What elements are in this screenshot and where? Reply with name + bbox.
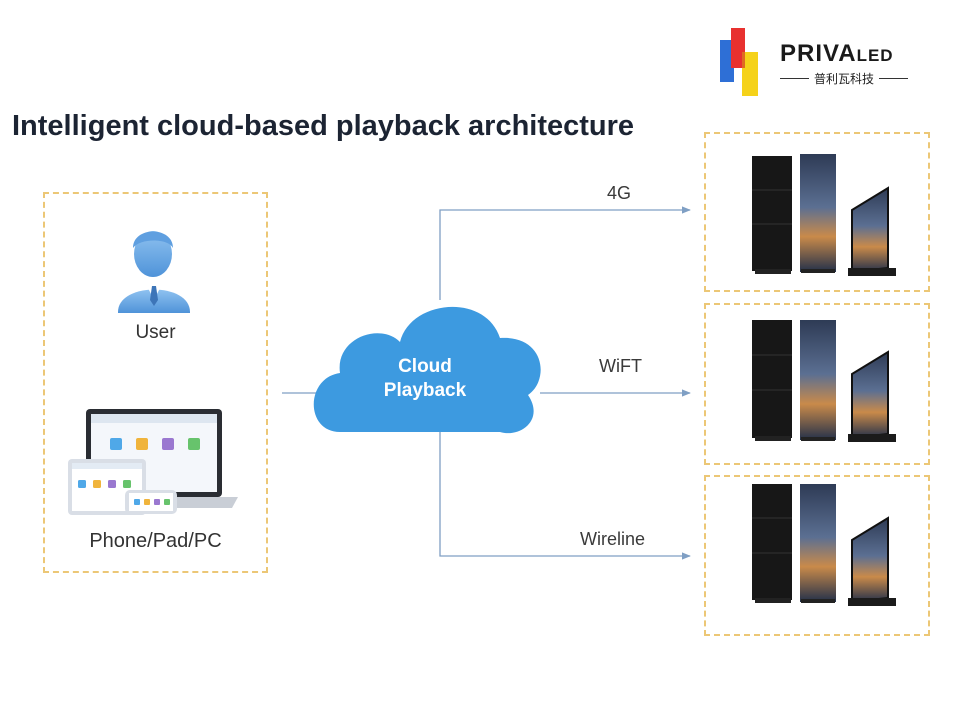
led-poster-group-4g [752, 154, 896, 276]
connection-label-wireline: Wireline [580, 529, 646, 549]
display-box-wireline [704, 475, 930, 636]
page-title: Intelligent cloud-based playback archite… [12, 110, 635, 142]
brand-logo: PRIVALED 普利瓦科技 [716, 26, 916, 98]
user-label: User [135, 322, 176, 343]
connection-label-wifi: WiFT [599, 356, 642, 376]
connection-label-4g: 4G [607, 183, 632, 203]
logo-blocks-icon [720, 28, 758, 96]
connector-wireline [439, 430, 691, 560]
logo-wordmark: PRIVALED [780, 40, 894, 67]
led-poster-group-wifi [752, 320, 896, 442]
client-devices-box [43, 192, 268, 573]
led-poster-group-wireline [752, 484, 896, 606]
cloud-icon [313, 306, 541, 434]
display-box-wifi [704, 303, 930, 465]
user-avatar-icon [118, 231, 190, 313]
logo-chinese: 普利瓦科技 [780, 70, 909, 87]
connector-4g [439, 206, 691, 300]
display-box-4g [704, 132, 930, 292]
cloud-playback-label: Cloud Playback [383, 356, 467, 401]
devices-icon [68, 409, 238, 515]
devices-label: Phone/Pad/PC [89, 530, 222, 552]
